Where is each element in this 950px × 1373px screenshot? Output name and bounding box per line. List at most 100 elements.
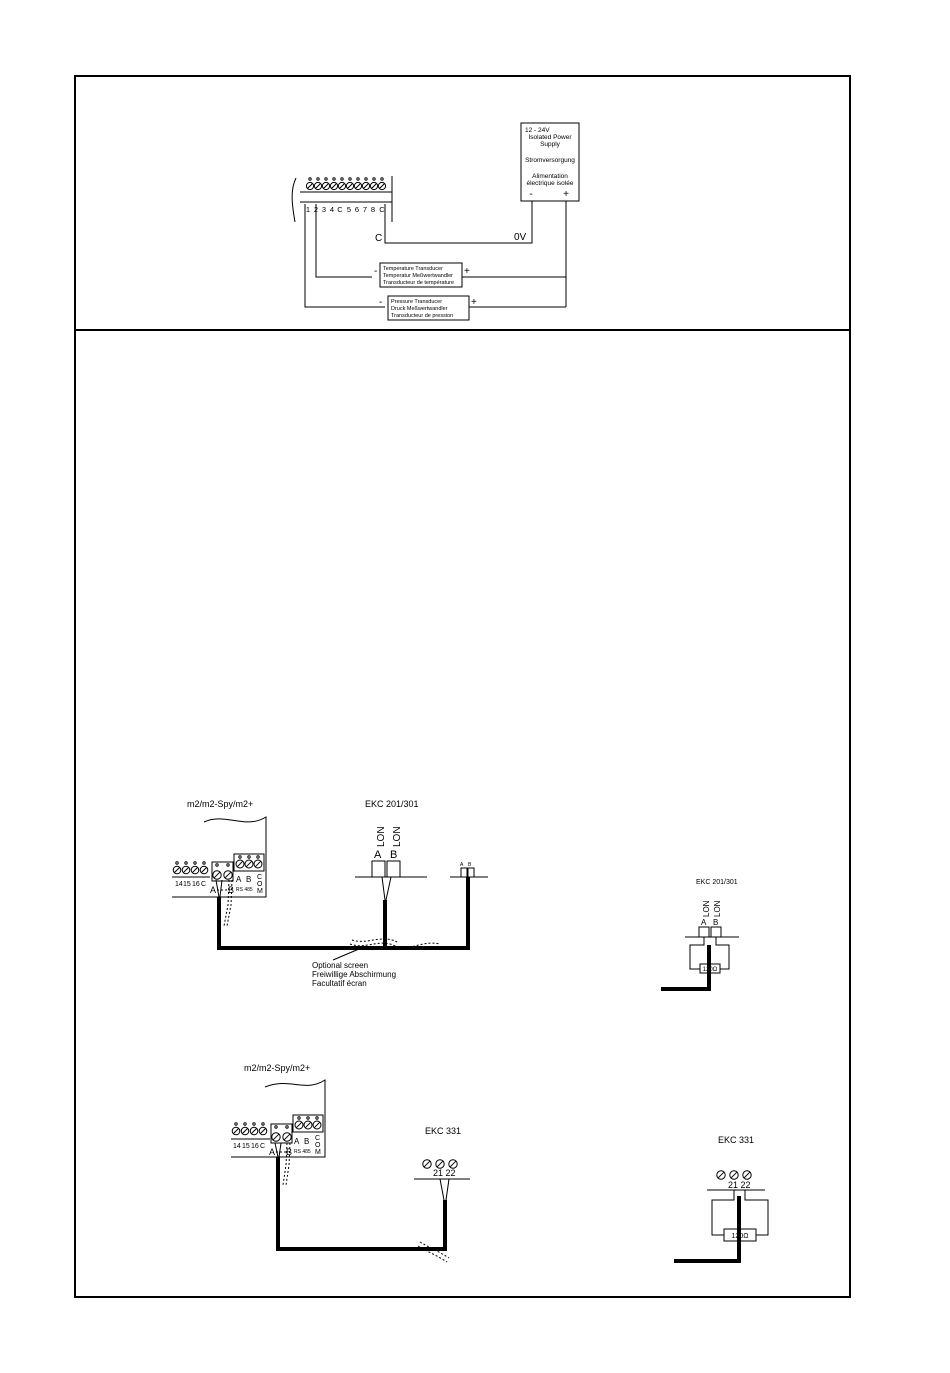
screw-head-dot [315, 1116, 319, 1120]
screw-head-dot [364, 177, 368, 181]
temp-transducer-minus: - [374, 266, 377, 277]
ekc331-label: EKC 331 [425, 1126, 461, 1136]
terminal-number: 6 [355, 205, 359, 214]
screw-slot [241, 1127, 249, 1135]
screw-slot [224, 871, 232, 879]
outer-frame [74, 75, 851, 1298]
network-ekc331-section: m2/m2-Spy/m2+ 14 15 16 C A B A B RS 485 … [231, 1063, 470, 1263]
screw-head-dot [285, 1125, 289, 1129]
screw-head-dot [332, 177, 336, 181]
screw-head-dot [324, 177, 328, 181]
optional-screen-en: Optional screen [312, 961, 368, 970]
c2-com-o: O [315, 1142, 321, 1149]
screw-head-dot [243, 1122, 247, 1126]
ekc201-terminal-a: A [374, 849, 382, 861]
transducer-wires [304, 201, 567, 308]
screw-head-dot [238, 855, 242, 859]
screw-slot [232, 1127, 240, 1135]
screw-slot [200, 866, 208, 874]
screw-slot [730, 1171, 738, 1179]
ekc331-main: EKC 331 21 22 [414, 1126, 470, 1180]
c1-terminal-c: C [201, 881, 206, 888]
c1-com-m: M [257, 888, 263, 895]
screw-slot [347, 183, 353, 189]
c1-terminal-16: 16 [192, 881, 200, 888]
power-supply-french-1: Alimentation [532, 173, 568, 180]
screw-slot [717, 1171, 725, 1179]
terminal-number: 1 [306, 205, 310, 214]
screw-slot [743, 1171, 751, 1179]
controller-2: m2/m2-Spy/m2+ 14 15 16 C A B A B RS 485 … [231, 1063, 326, 1158]
screw-slot [355, 183, 361, 189]
controller-2-label: m2/m2-Spy/m2+ [244, 1063, 310, 1073]
detail1-lon-right: LON [713, 900, 722, 917]
c1-terminal-14: 14 [175, 881, 183, 888]
controller-1: m2/m2-Spy/m2+ 14 15 16 C A B A B RS 485 … [172, 799, 267, 898]
screw-slot [254, 860, 262, 868]
bus-cable-2 [274, 1142, 450, 1263]
next-terminal-b: B [468, 862, 472, 868]
screw-slot [245, 860, 253, 868]
c2-rs485-a: A [294, 1137, 300, 1146]
detail2-screws [716, 1170, 752, 1180]
screw-slot [259, 1127, 267, 1135]
c1-com-c: C [257, 874, 262, 881]
controller-2-screws-rs485 [294, 1116, 322, 1130]
screw-slot [339, 183, 345, 189]
ekc201-terminal-b: B [390, 849, 397, 861]
controller-1-screws-rs485 [235, 855, 263, 869]
ekc201-label: EKC 201/301 [365, 799, 419, 809]
screw-slot [371, 183, 377, 189]
screw-slot [423, 1160, 431, 1168]
terminal-number: 5 [347, 205, 351, 214]
screw-head-dot [175, 861, 179, 865]
detail2-terminals: 21 22 [728, 1180, 751, 1190]
screw-slot [182, 866, 190, 874]
c2-terminal-c: C [260, 1143, 265, 1150]
terminal-screws [305, 177, 387, 191]
controller-2-screws-ab [271, 1125, 292, 1142]
terminal-number: C [379, 205, 385, 214]
screw-slot [323, 183, 329, 189]
screw-head-dot [340, 177, 344, 181]
pressure-transducer-minus: - [379, 297, 382, 308]
c2-terminal-15: 15 [242, 1143, 250, 1150]
ekc201-termination-detail: EKC 201/301 LON LON A B 120Ω [661, 879, 739, 991]
screw-head-dot [256, 855, 260, 859]
power-supply-voltage: 12 - 24V [525, 127, 550, 134]
ekc-next-connector: A B [450, 862, 488, 878]
controller-2-screws-left [231, 1122, 268, 1136]
network-ekc201-section: m2/m2-Spy/m2+ 14 15 16 C A B A B RS 485 … [172, 799, 488, 988]
optional-screen-de: Freiwillige Abschirmung [312, 970, 396, 979]
screw-head-dot [184, 861, 188, 865]
c2-terminal-b: B [286, 1147, 292, 1157]
power-supply-supply: Supply [540, 141, 561, 148]
pressure-transducer-en: Pressure Transducer [391, 299, 442, 305]
terminal-number: 3 [322, 205, 326, 214]
screw-slot [363, 183, 369, 189]
power-supply-french-2: électrique isolée [527, 180, 574, 187]
temperature-transducer: Temperature Transducer Temperatur Meßwer… [374, 262, 470, 288]
screw-head-dot [380, 177, 384, 181]
screw-head-dot [226, 863, 230, 867]
screw-head-dot [261, 1122, 265, 1126]
temp-transducer-de: Temperatur Meßwertwandler [383, 273, 453, 279]
screw-head-dot [274, 1125, 278, 1129]
screw-slot [236, 860, 244, 868]
optional-screen-fr: Facultatif écran [312, 979, 367, 988]
screw-slot [191, 866, 199, 874]
screw-head-dot [215, 863, 219, 867]
controller-1-label: m2/m2-Spy/m2+ [187, 799, 253, 809]
ekc201-lon-right: LON [392, 826, 403, 847]
c2-com-m: M [315, 1149, 321, 1156]
c2-terminal-16: 16 [251, 1143, 259, 1150]
c2-terminal-a: A [269, 1147, 275, 1157]
power-supply-plus: + [563, 189, 569, 200]
power-supply-minus: - [529, 189, 532, 200]
c2-rs485-b: B [304, 1137, 309, 1146]
c2-com-c: C [315, 1135, 320, 1142]
screw-slot [313, 1121, 321, 1129]
detail1-b: B [713, 918, 718, 927]
detail2-label: EKC 331 [718, 1135, 754, 1145]
